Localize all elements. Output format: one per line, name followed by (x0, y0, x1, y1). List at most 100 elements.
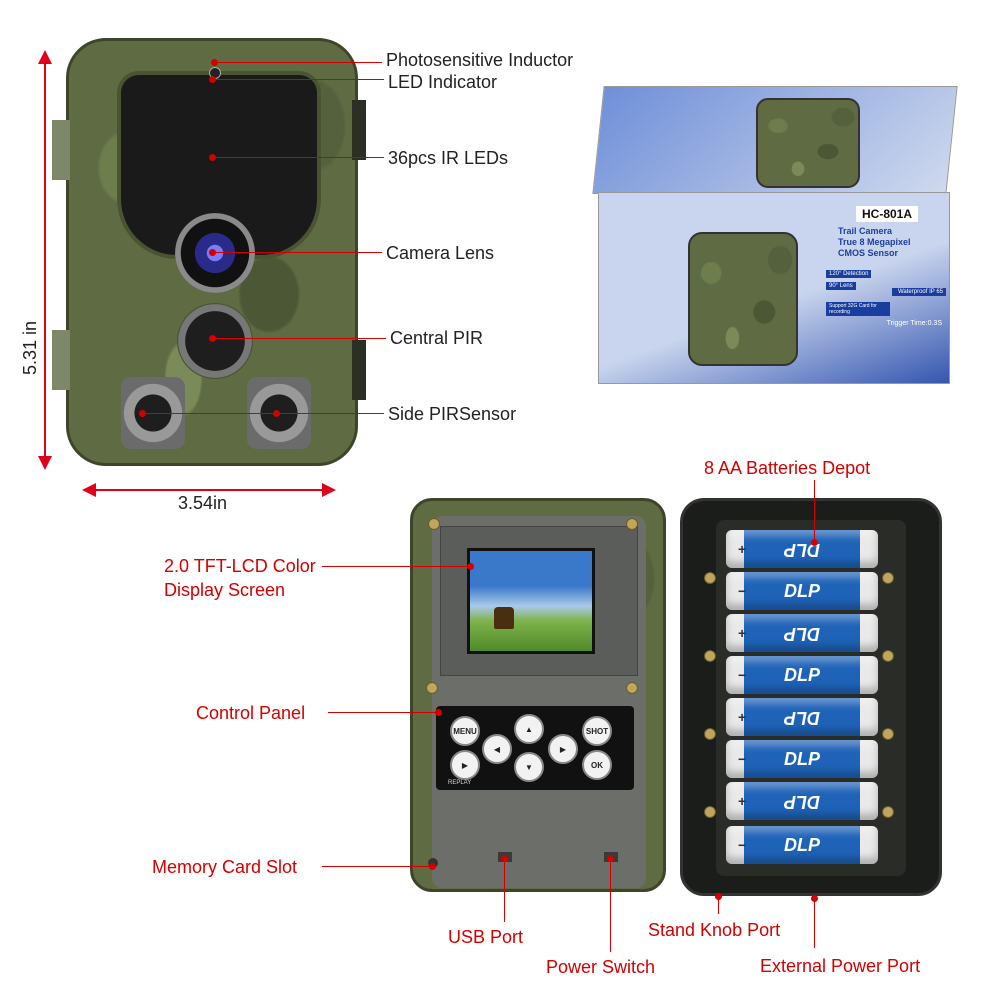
battery-brand-7: DLP (784, 792, 820, 812)
right-arrow-button[interactable]: ▶ (548, 734, 578, 764)
box-camera-image (688, 232, 798, 366)
label-central-pir: Central PIR (390, 328, 484, 348)
leader-lens (212, 252, 382, 253)
leader-dot-lens (209, 249, 216, 256)
label-lens: Camera Lens (386, 243, 495, 263)
height-arrow-head-bottom (38, 456, 52, 470)
leader-memory-card (322, 866, 432, 867)
label-usb: USB Port (448, 927, 524, 947)
width-arrow-head-right (322, 483, 336, 497)
label-batteries: 8 AA Batteries Depot (704, 458, 871, 478)
leader-dot-usb (501, 855, 508, 862)
width-arrow (88, 489, 326, 491)
leader-dot-stand-knob (715, 893, 722, 900)
battery-6: − DLP (726, 740, 878, 778)
label-memory-card: Memory Card Slot (152, 857, 298, 877)
leader-batteries (814, 480, 815, 542)
central-pir (177, 303, 253, 379)
leader-dot-display (467, 563, 474, 570)
down-arrow-button[interactable]: ▼ (514, 752, 544, 782)
leader-dot-central-pir (209, 335, 216, 342)
box-tag-trigger: Trigger Time:0.3S (886, 320, 942, 327)
ok-button[interactable]: OK (582, 750, 612, 780)
play-button[interactable]: ▶ (450, 750, 480, 780)
deer-silhouette (494, 607, 514, 629)
battery-pole-minus: − (738, 751, 747, 767)
battery-brand-2: DLP (784, 581, 820, 601)
strap-mount-right-2 (352, 340, 366, 400)
battery-pole-minus: − (738, 837, 747, 853)
leader-dot-batteries (811, 539, 818, 546)
battery-pole-minus: − (738, 667, 747, 683)
label-display-2: Display Screen (164, 580, 286, 600)
leader-control-panel (328, 712, 438, 713)
battery-screw-r4 (882, 806, 894, 818)
battery-3: +DLP (726, 614, 878, 652)
battery-7: + DLP (726, 782, 878, 820)
leader-dot-power-switch (607, 855, 614, 862)
battery-pole-plus: + (738, 709, 747, 725)
battery-screw-l3 (704, 728, 716, 740)
door-screw-2 (626, 518, 638, 530)
label-stand-knob: Stand Knob Port (648, 920, 781, 940)
box-line3: CMOS Sensor (838, 248, 899, 258)
menu-button[interactable]: MENU (450, 716, 480, 746)
leader-side-pir (142, 413, 384, 414)
arrow-right-icon: ▶ (559, 744, 567, 754)
battery-screw-r1 (882, 572, 894, 584)
strap-mount-right (352, 100, 366, 160)
label-ir-leds: 36pcs IR LEDs (388, 148, 509, 168)
leader-photosensitive (214, 62, 382, 63)
box-tag-lens: 90° Lens (826, 282, 856, 290)
leader-display (322, 566, 470, 567)
door-screw-4 (626, 682, 638, 694)
leader-central-pir (212, 338, 386, 339)
battery-pole-plus: + (738, 541, 747, 557)
battery-screw-r3 (882, 728, 894, 740)
battery-screw-l4 (704, 806, 716, 818)
up-arrow-button[interactable]: ▲ (514, 714, 544, 744)
door-screw-1 (428, 518, 440, 530)
leader-dot-photosensitive (211, 59, 218, 66)
box-top-camera-image (756, 98, 860, 188)
strap-mount-left-2 (52, 330, 70, 390)
battery-5: + DLP (726, 698, 878, 736)
battery-brand-3: DLP (784, 624, 820, 644)
arrow-down-icon: ▼ (525, 762, 533, 772)
leader-dot-external-power (811, 895, 818, 902)
label-display-1: 2.0 TFT-LCD Color (164, 556, 316, 576)
box-line2: True 8 Megapixel (838, 237, 911, 247)
shot-button[interactable]: SHOT (582, 716, 612, 746)
battery-screw-l1 (704, 572, 716, 584)
battery-brand-6: DLP (784, 749, 820, 769)
battery-brand-1: DLP (784, 540, 820, 560)
left-arrow-button[interactable]: ◀ (482, 734, 512, 764)
leader-stand-knob (718, 896, 719, 914)
label-side-pir: Side PIRSensor (388, 404, 517, 424)
width-label: 3.54in (178, 493, 228, 513)
battery-screw-l2 (704, 650, 716, 662)
leader-dot-memory-card (429, 863, 436, 870)
label-led: LED Indicator (388, 72, 498, 92)
battery-screw-r2 (882, 650, 894, 662)
label-power-switch: Power Switch (546, 957, 656, 977)
label-photosensitive: Photosensitive Inductor (386, 50, 574, 70)
battery-8: − DLP (726, 826, 878, 864)
leader-dot-ir-leds (209, 154, 216, 161)
battery-1: + DLP (726, 530, 878, 568)
arrow-up-icon: ▲ (525, 724, 533, 734)
battery-brand-5: DLP (784, 708, 820, 728)
battery-pole-plus: + (738, 793, 747, 809)
box-tag-waterproof: Waterproof IP 65 (892, 288, 946, 296)
arrow-left-icon: ◀ (493, 744, 501, 754)
height-arrow (44, 55, 46, 465)
battery-pole-minus: − (738, 583, 747, 599)
battery-brand-8: DLP (784, 835, 820, 855)
leader-dot-control-panel (435, 709, 442, 716)
leader-led (212, 79, 384, 80)
battery-brand-4: DLP (784, 665, 820, 685)
leader-power-switch (610, 858, 611, 952)
label-external-power: External Power Port (760, 956, 921, 976)
leader-usb (504, 858, 505, 922)
box-line1: Trail Camera (838, 226, 893, 236)
